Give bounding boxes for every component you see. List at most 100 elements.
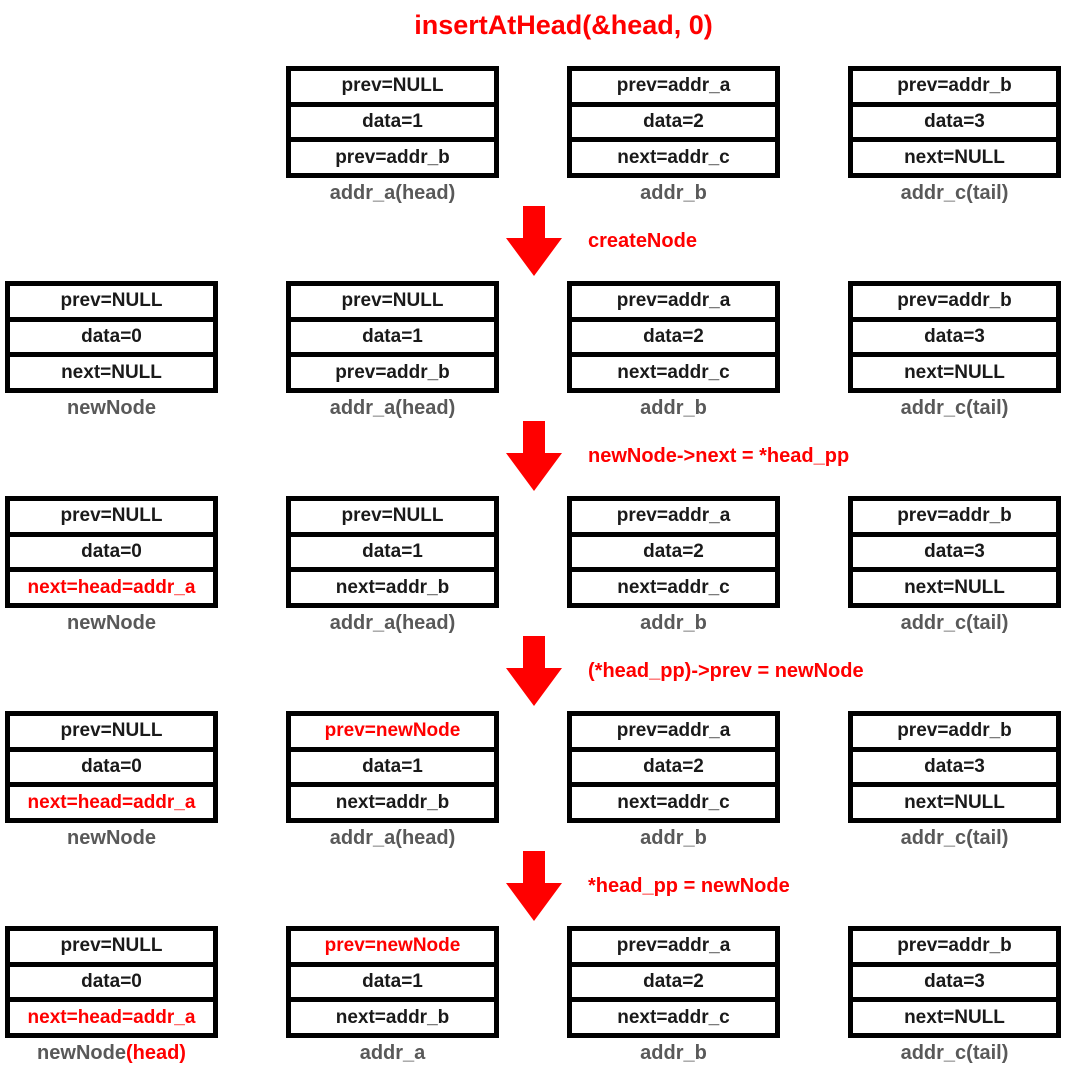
field-data: data=0 — [10, 751, 213, 783]
node-addr_a: prev=NULL data=1 next=addr_b addr_a(head… — [286, 496, 499, 634]
node-addr_c: prev=addr_b data=3 next=NULL addr_c(tail… — [848, 711, 1061, 849]
field-data: data=0 — [10, 966, 213, 998]
node-address-label: addr_c(tail) — [900, 612, 1009, 634]
field-data: data=2 — [572, 536, 775, 568]
field-prev: prev=newNode — [291, 716, 494, 747]
step-4: *head_pp = newNode — [0, 851, 1067, 921]
node-addr_a: prev=NULL data=1 prev=addr_b addr_a(head… — [286, 281, 499, 419]
node-addr_a: prev=newNode data=1 next=addr_b addr_a — [286, 926, 499, 1064]
field-prev: prev=addr_a — [572, 716, 775, 747]
node-address-label: newNode — [67, 612, 156, 634]
node-box: prev=newNode data=1 next=addr_b — [286, 711, 499, 823]
node-box: prev=addr_b data=3 next=NULL — [848, 496, 1061, 608]
field-prev: prev=addr_a — [572, 501, 775, 532]
node-box: prev=addr_a data=2 next=addr_c — [567, 711, 780, 823]
field-next: next=NULL — [853, 1002, 1056, 1034]
node-box: prev=addr_b data=3 next=NULL — [848, 926, 1061, 1038]
node-box: prev=NULL data=1 next=addr_b — [286, 496, 499, 608]
field-prev: prev=addr_a — [572, 286, 775, 317]
field-next: next=NULL — [853, 787, 1056, 819]
field-data: data=2 — [572, 321, 775, 353]
node-address-label: addr_b — [640, 1042, 707, 1064]
field-prev: prev=addr_a — [572, 931, 775, 962]
field-prev: prev=addr_b — [853, 931, 1056, 962]
node-box: prev=addr_a data=2 next=addr_c — [567, 281, 780, 393]
field-next: next=NULL — [853, 142, 1056, 174]
node-address-label: newNode(head) — [5, 1042, 218, 1064]
node-box: prev=addr_a data=2 next=addr_c — [567, 926, 780, 1038]
field-data: data=3 — [853, 751, 1056, 783]
field-data: data=1 — [291, 966, 494, 998]
field-next: next=addr_b — [291, 572, 494, 604]
down-arrow-icon — [506, 421, 562, 491]
field-data: data=1 — [291, 106, 494, 138]
field-next: next=NULL — [853, 572, 1056, 604]
node-address-label: addr_b — [640, 182, 707, 204]
field-next: next=addr_c — [572, 1002, 775, 1034]
step-label: *head_pp = newNode — [588, 874, 790, 897]
node-address-label: addr_b — [640, 397, 707, 419]
field-next: next=NULL — [10, 357, 213, 389]
field-data: data=3 — [853, 966, 1056, 998]
step-1: createNode — [0, 206, 1067, 276]
step-label: newNode->next = *head_pp — [588, 444, 850, 467]
node-address-label: addr_a(head) — [329, 397, 456, 419]
node-addr_c: prev=addr_b data=3 next=NULL addr_c(tail… — [848, 926, 1061, 1064]
node-addr_b: prev=addr_a data=2 next=addr_c addr_b — [567, 711, 780, 849]
node-addr_b: prev=addr_a data=2 next=addr_c addr_b — [567, 281, 780, 419]
field-next: next=addr_c — [572, 357, 775, 389]
row-initial-state: prev=NULL data=1 prev=addr_b addr_a(head… — [0, 66, 1067, 204]
node-addr_c: prev=addr_b data=3 next=NULL addr_c(tail… — [848, 281, 1061, 419]
field-prev: prev=NULL — [10, 286, 213, 317]
node-address-label: addr_c(tail) — [900, 827, 1009, 849]
field-prev: prev=NULL — [291, 286, 494, 317]
node-address-label: addr_b — [640, 827, 707, 849]
node-address-label: addr_c(tail) — [900, 182, 1009, 204]
field-prev: prev=NULL — [10, 931, 213, 962]
node-newNode: prev=NULL data=0 next=NULL newNode — [5, 281, 218, 419]
field-next: prev=addr_b — [291, 357, 494, 389]
row-final-state: prev=NULL data=0 next=head=addr_a newNod… — [0, 926, 1067, 1064]
field-next: prev=addr_b — [291, 142, 494, 174]
field-next: next=head=addr_a — [10, 572, 213, 604]
node-address-label: addr_b — [640, 612, 707, 634]
field-prev: prev=newNode — [291, 931, 494, 962]
node-address-label: newNode — [67, 397, 156, 419]
field-data: data=1 — [291, 321, 494, 353]
node-address-label-head-suffix: (head) — [125, 1042, 186, 1064]
node-address-label: addr_c(tail) — [900, 1042, 1009, 1064]
node-addr_a: prev=newNode data=1 next=addr_b addr_a(h… — [286, 711, 499, 849]
field-data: data=1 — [291, 751, 494, 783]
down-arrow-icon — [506, 206, 562, 276]
field-next: next=addr_b — [291, 787, 494, 819]
node-box: prev=NULL data=0 next=head=addr_a — [5, 711, 218, 823]
node-box: prev=NULL data=0 next=NULL — [5, 281, 218, 393]
node-box: prev=addr_b data=3 next=NULL — [848, 711, 1061, 823]
node-box: prev=addr_a data=2 next=addr_c — [567, 496, 780, 608]
node-addr_b: prev=addr_a data=2 next=addr_c addr_b — [567, 496, 780, 634]
field-next: next=head=addr_a — [10, 1002, 213, 1034]
field-next: next=head=addr_a — [10, 787, 213, 819]
node-box: prev=addr_b data=3 next=NULL — [848, 66, 1061, 178]
node-box: prev=NULL data=0 next=head=addr_a — [5, 926, 218, 1038]
row-after-next-assign: prev=NULL data=0 next=head=addr_a newNod… — [0, 496, 1067, 634]
node-newNode: prev=NULL data=0 next=head=addr_a newNod… — [5, 496, 218, 634]
field-next: next=addr_c — [572, 572, 775, 604]
down-arrow-icon — [506, 636, 562, 706]
empty-slot — [5, 66, 218, 204]
node-address-label: newNode — [67, 827, 156, 849]
node-box: prev=addr_b data=3 next=NULL — [848, 281, 1061, 393]
page-title: insertAtHead(&head, 0) — [414, 10, 713, 40]
node-newNode: prev=NULL data=0 next=head=addr_a newNod… — [5, 926, 218, 1064]
field-next: next=addr_b — [291, 1002, 494, 1034]
node-box: prev=newNode data=1 next=addr_b — [286, 926, 499, 1038]
node-address-label: addr_a(head) — [329, 612, 456, 634]
node-address-label-main: newNode — [37, 1042, 126, 1064]
field-data: data=0 — [10, 536, 213, 568]
step-2: newNode->next = *head_pp — [0, 421, 1067, 491]
field-data: data=2 — [572, 966, 775, 998]
field-prev: prev=NULL — [10, 716, 213, 747]
node-box: prev=NULL data=0 next=head=addr_a — [5, 496, 218, 608]
node-address-label: addr_a(head) — [329, 182, 456, 204]
